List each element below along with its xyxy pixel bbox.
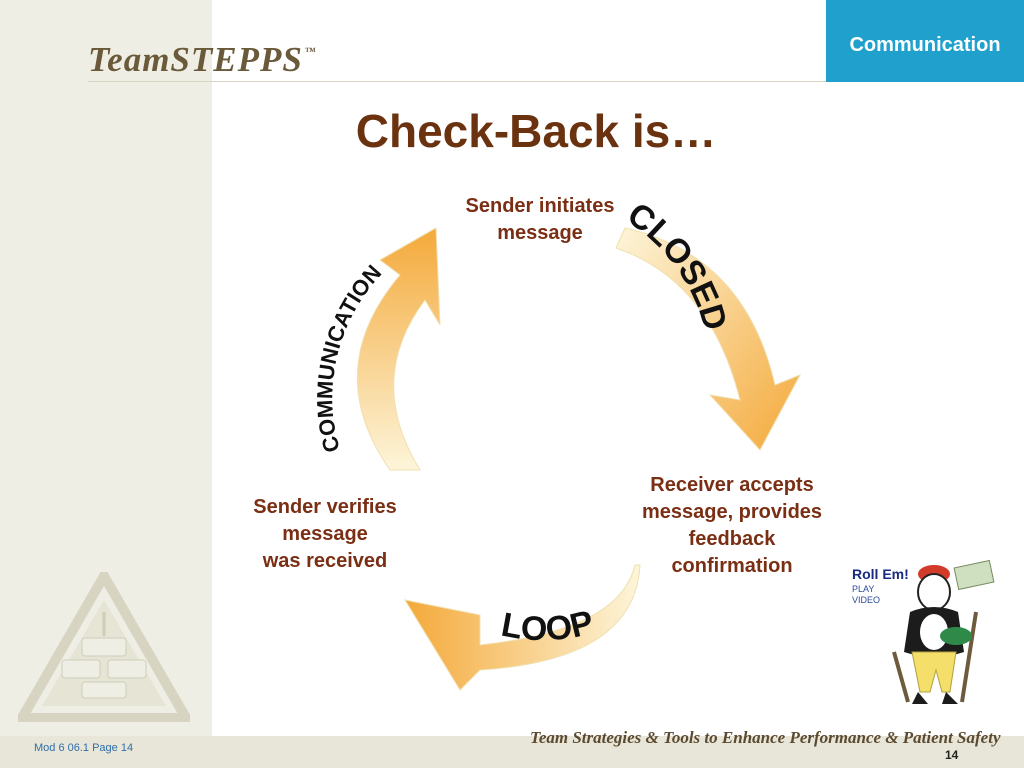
footer-bar xyxy=(0,736,1024,768)
loop-arrow: LOOP xyxy=(403,564,641,691)
slide-title: Check-Back is… xyxy=(355,105,717,157)
roll-em-title[interactable]: Roll Em! xyxy=(852,566,909,582)
label-line: Sender initiates xyxy=(465,195,615,217)
roll-em-video-button[interactable] xyxy=(846,552,996,712)
closed-arrow: CLOSED xyxy=(615,195,802,451)
label-line: was received xyxy=(262,550,388,572)
section-tab-label: Communication xyxy=(849,34,1001,56)
module-page-label: Mod 6 06.1 Page 14 xyxy=(34,742,134,754)
label-line: message xyxy=(282,523,368,545)
play-text: PLAY xyxy=(852,584,875,594)
logo-text: TeamSTEPPS xyxy=(88,40,303,79)
label-line: confirmation xyxy=(671,555,793,577)
check-back-cycle-diagram: CLOSED LOOP COMMUNICATION xyxy=(312,195,802,691)
label-line: message, provides xyxy=(641,501,823,523)
label-line: feedback xyxy=(688,528,776,550)
trademark-symbol: ™ xyxy=(304,46,317,58)
label-line: message xyxy=(497,222,583,244)
sender-verifies-label: Sender verifies message was received xyxy=(230,494,420,575)
loop-label: LOOP xyxy=(498,603,597,648)
page-number: 14 xyxy=(945,748,959,762)
footer-tagline: Team Strategies & Tools to Enhance Perfo… xyxy=(530,728,1001,747)
svg-text:LOOP: LOOP xyxy=(498,603,597,648)
section-tab: Communication xyxy=(826,0,1024,82)
video-text: VIDEO xyxy=(852,595,881,605)
sender-initiates-label: Sender initiates message xyxy=(440,193,640,247)
header-divider xyxy=(88,81,828,82)
triangle-emblem xyxy=(18,572,190,722)
receiver-accepts-label: Receiver accepts message, provides feedb… xyxy=(622,472,842,580)
label-line: Sender verifies xyxy=(253,496,397,518)
label-line: Receiver accepts xyxy=(650,474,814,496)
communication-arrow: COMMUNICATION xyxy=(312,227,441,471)
play-video-label[interactable]: PLAY VIDEO xyxy=(852,584,880,606)
